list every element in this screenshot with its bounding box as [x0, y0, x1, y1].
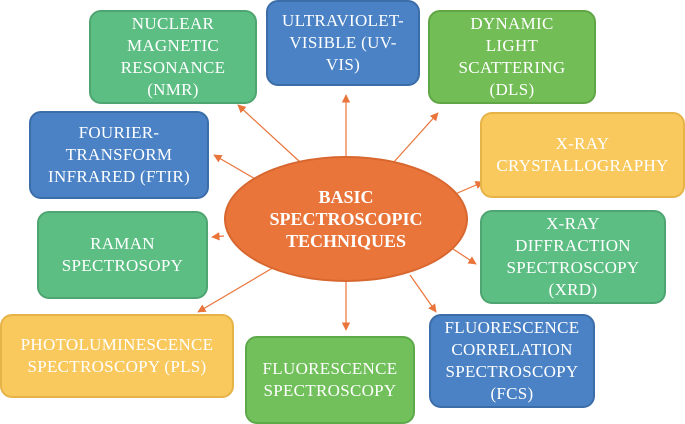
center-line-2: SPECTROSCOPIC	[269, 209, 423, 229]
xrd-line-1: X-RAY	[546, 214, 600, 233]
arrow-to-pls	[197, 265, 277, 313]
dls-line-2: LIGHT	[485, 36, 539, 55]
uvvis-line-2: VISIBLE (UV-	[289, 33, 397, 52]
uvvis-box: ULTRAVIOLET- VISIBLE (UV- VIS)	[266, 0, 420, 86]
fs-line-1: FLUORESCENCE	[262, 359, 398, 378]
uvvis-line-1: ULTRAVIOLET-	[282, 11, 404, 30]
xrd-line-3: SPECTROSCOPY	[506, 258, 640, 277]
pls-line-2: SPECTROSCOPY (PLS)	[27, 357, 207, 376]
arrow-to-nmr	[237, 104, 301, 163]
arrow-to-fcs	[409, 274, 437, 313]
xray-crystallography-box: X-RAY CRYSTALLOGRAPHY	[480, 112, 685, 198]
fcs-line-1: FLUORESCENCE	[444, 318, 580, 337]
pls-line-1: PHOTOLUMINESCENCE	[20, 335, 214, 354]
ftir-line-3: INFRARED (FTIR)	[48, 167, 190, 186]
dls-line-4: (DLS)	[489, 80, 535, 99]
arrow-to-raman	[211, 232, 225, 241]
fs-line-2: SPECTROSCOPY	[263, 381, 397, 400]
xrd-line-4: (XRD)	[548, 280, 598, 299]
pls-box: PHOTOLUMINESCENCE SPECTROSCOPY (PLS)	[0, 314, 234, 398]
raman-box: RAMAN SPECTROSOPY	[37, 211, 208, 299]
center-ellipse: BASIC SPECTROSCOPIC TECHNIQUES	[224, 156, 468, 282]
ftir-box: FOURIER- TRANSFORM INFRARED (FTIR)	[29, 111, 209, 199]
nmr-line-2: MAGNETIC	[126, 36, 220, 55]
dls-box: DYNAMIC LIGHT SCATTERING (DLS)	[428, 10, 596, 104]
fluorescence-spectroscopy-box: FLUORESCENCE SPECTROSCOPY	[245, 336, 415, 424]
arrow-to-dls	[392, 112, 439, 164]
fcs-line-2: CORRELATION	[451, 340, 573, 359]
fcs-line-3: SPECTROSCOPY	[445, 362, 579, 381]
dls-line-1: DYNAMIC	[470, 14, 554, 33]
center-line-3: TECHNIQUES	[285, 231, 407, 251]
ftir-line-2: TRANSFORM	[65, 145, 173, 164]
nmr-line-1: NUCLEAR	[131, 14, 215, 33]
nmr-line-3: RESONANCE	[120, 58, 226, 77]
xrc-line-1: X-RAY	[555, 134, 610, 153]
raman-line-2: SPECTROSOPY	[61, 256, 184, 275]
fcs-line-4: (FCS)	[490, 384, 534, 403]
arrow-to-xrd	[449, 246, 477, 265]
dls-line-3: SCATTERING	[458, 58, 566, 77]
nmr-line-4: (NMR)	[147, 80, 199, 99]
ftir-line-1: FOURIER-	[78, 123, 160, 142]
nmr-box: NUCLEAR MAGNETIC RESONANCE (NMR)	[89, 10, 257, 104]
center-line-1: BASIC	[318, 187, 374, 207]
xrc-line-2: CRYSTALLOGRAPHY	[496, 156, 669, 175]
fcs-box: FLUORESCENCE CORRELATION SPECTROSCOPY (F…	[429, 314, 595, 408]
xrd-line-2: DIFFRACTION	[515, 236, 631, 255]
raman-line-1: RAMAN	[90, 234, 155, 253]
uvvis-line-3: VIS)	[325, 55, 361, 74]
xrd-box: X-RAY DIFFRACTION SPECTROSCOPY (XRD)	[480, 210, 666, 304]
